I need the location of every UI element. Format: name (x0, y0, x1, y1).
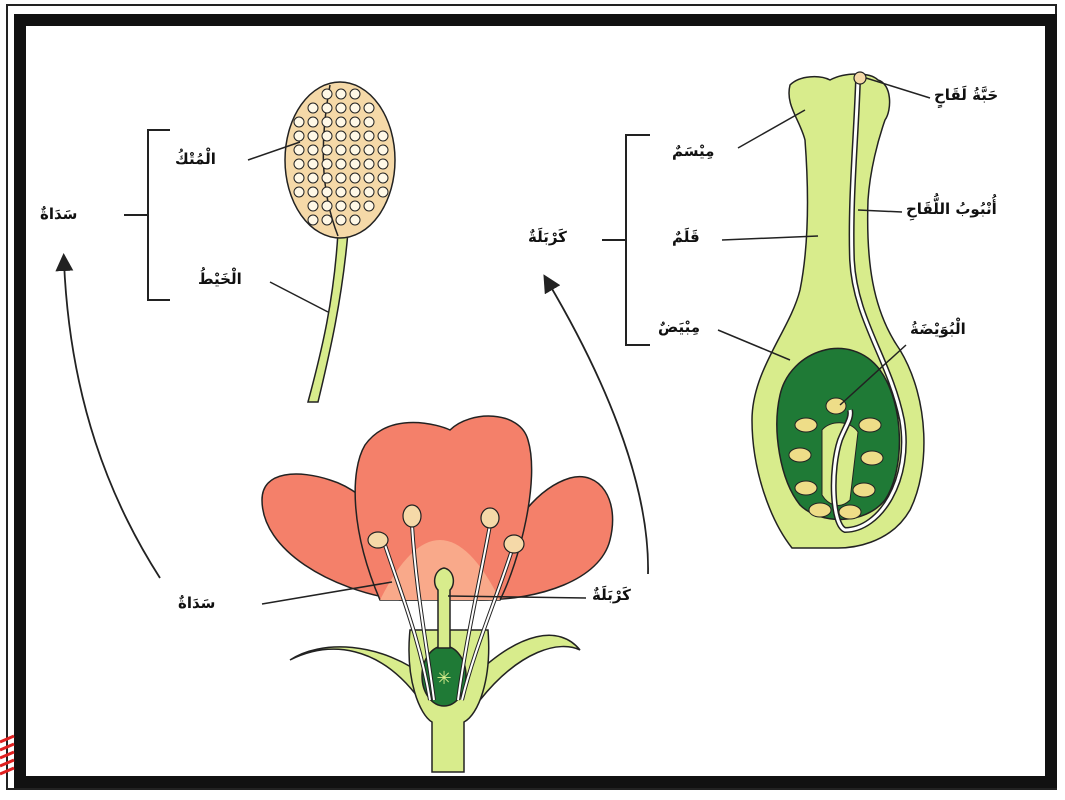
pollen-grain (336, 201, 346, 211)
flower-anther-3 (481, 508, 499, 528)
pollen-grain (350, 201, 360, 211)
pollen-grain (378, 173, 388, 183)
pollen-grain (294, 187, 304, 197)
ovule (795, 418, 817, 432)
pollen-grain (308, 173, 318, 183)
label-stamen-detail: سَدَاةٌ (40, 205, 77, 223)
svg-text:✳: ✳ (436, 668, 451, 689)
pollen-grain (294, 117, 304, 127)
stamen-detail (285, 82, 395, 402)
pollen-grain (294, 131, 304, 141)
pollen-grain (350, 187, 360, 197)
pollen-grain (336, 131, 346, 141)
pollen-grain (336, 89, 346, 99)
pollen-grain (378, 159, 388, 169)
pistil-detail (752, 72, 924, 548)
pollen-grain (308, 159, 318, 169)
ovule (839, 505, 861, 519)
pollen-grain (308, 187, 318, 197)
pollen-grain (294, 159, 304, 169)
flower-style (435, 568, 454, 648)
label-filament: الْخَيْطُ (198, 270, 242, 288)
pollen-grain (350, 117, 360, 127)
pollen-grain (322, 201, 332, 211)
style-leader (722, 236, 818, 240)
pollen-grain (364, 117, 374, 127)
stamen-bracket (124, 130, 170, 300)
pollen-grain (350, 131, 360, 141)
pollen-grain (364, 187, 374, 197)
pollen-grain (350, 145, 360, 155)
pollen-grain (378, 187, 388, 197)
pollen-grain (322, 103, 332, 113)
ovule-egg (826, 398, 846, 414)
pollen-grain (322, 131, 332, 141)
pollen-grain (322, 215, 332, 225)
pollen-grain (322, 187, 332, 197)
pollen-grain (378, 131, 388, 141)
label-stigma: مِيْسَمٌ (672, 142, 714, 160)
ovule (795, 481, 817, 495)
pollen-grain (350, 173, 360, 183)
label-anther: الْمُتْكُ (175, 150, 216, 168)
pollen-grain (308, 145, 318, 155)
pollen-grain (308, 131, 318, 141)
pollen-grain (350, 103, 360, 113)
pollen-grain (336, 173, 346, 183)
label-style: قَلَمٌ (672, 228, 700, 246)
stigma-leader (738, 110, 805, 148)
arrow-to-stamen (64, 262, 160, 578)
pollen-grain (364, 173, 374, 183)
flower-anther-2 (403, 505, 421, 527)
ovule (789, 448, 811, 462)
ovule (809, 503, 831, 517)
pollen-grain (336, 103, 346, 113)
pollen-grain (308, 117, 318, 127)
pollen-grain (350, 89, 360, 99)
pollen-grain (336, 117, 346, 127)
flower-anther-1 (368, 532, 388, 548)
pistil-bracket (602, 135, 650, 345)
ovule (859, 418, 881, 432)
pollen-grain (322, 173, 332, 183)
pollen-grain (350, 159, 360, 169)
pollen-grain (308, 103, 318, 113)
whole-flower: ✳ (262, 416, 613, 772)
pollen-grain (336, 187, 346, 197)
ovule (861, 451, 883, 465)
label-pollen-tube: أُنْبُوبُ اللُّقَاحِ (906, 200, 997, 218)
pollen-grain (364, 131, 374, 141)
pollen-grain (308, 215, 318, 225)
label-ovule: الْبُوَيْضَةُ (910, 320, 966, 338)
pollen-grain-shape (854, 72, 866, 84)
pollen-grain (364, 145, 374, 155)
pollen-grain (350, 215, 360, 225)
flower-anther-4 (504, 535, 524, 553)
label-pistil-detail: كَرْبَلَةٌ (528, 228, 567, 246)
pollen-grain (322, 159, 332, 169)
corner-decoration (0, 732, 16, 792)
filament-leader (270, 282, 328, 312)
pollen-grain (336, 215, 346, 225)
pollen-grain (308, 201, 318, 211)
label-ovary: مِبْيَضٌ (658, 318, 700, 336)
ovule (853, 483, 875, 497)
label-pollen-grain: حَبَّةُ لَقَاحٍ (934, 86, 998, 104)
pollen-grain (336, 159, 346, 169)
pollen-grain (336, 145, 346, 155)
filament-shape (308, 232, 348, 402)
pollen-grain (364, 159, 374, 169)
pollen-grain (364, 201, 374, 211)
label-flower-pistil: كَرْبَلَةٌ (592, 586, 631, 604)
pollen-grain (294, 173, 304, 183)
label-flower-stamen: سَدَاةٌ (178, 594, 215, 612)
pollen-grain (378, 145, 388, 155)
pollen-grain (294, 145, 304, 155)
pollen-grain (364, 103, 374, 113)
pollen-grain (322, 145, 332, 155)
pollen-grain (322, 117, 332, 127)
pollen-grain (322, 89, 332, 99)
